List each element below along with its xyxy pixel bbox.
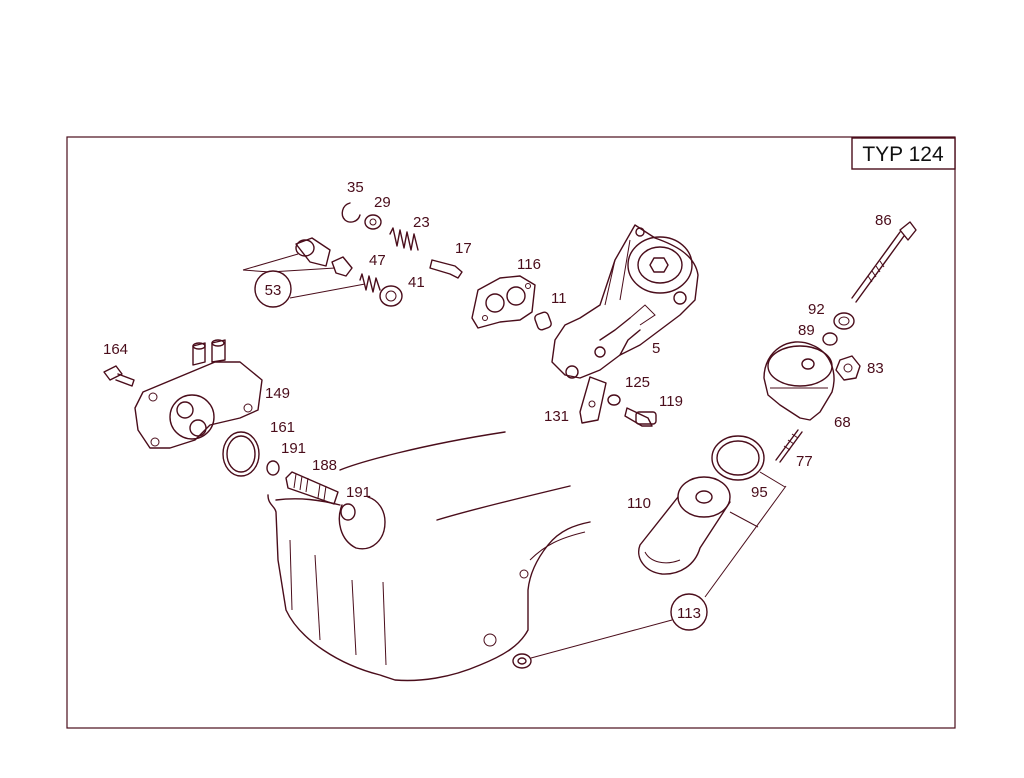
washer-125 xyxy=(607,394,621,406)
ring-29 xyxy=(364,214,382,230)
ring-191a xyxy=(266,460,280,476)
bolt-86 xyxy=(851,221,917,303)
label-119: 119 xyxy=(659,393,683,410)
nut-83 xyxy=(835,355,861,381)
label-29: 29 xyxy=(374,194,391,211)
ring-89 xyxy=(822,332,838,346)
gasket-116 xyxy=(471,275,536,329)
label-77: 77 xyxy=(796,453,813,470)
spring-47b xyxy=(359,273,381,293)
label-116: 116 xyxy=(517,256,541,273)
type-label: TYP 124 xyxy=(862,143,944,166)
label-35: 35 xyxy=(347,179,364,196)
label-89: 89 xyxy=(798,322,815,339)
callout-113-leaders xyxy=(704,485,787,598)
bolt-119 xyxy=(624,407,657,427)
callout-53-leaders xyxy=(242,253,366,299)
sleeve-11 xyxy=(534,311,552,331)
bracket-131 xyxy=(579,376,607,424)
oil-pan xyxy=(267,431,591,682)
label-161: 161 xyxy=(270,419,295,436)
ring-191b xyxy=(340,503,356,521)
piston-47 xyxy=(331,256,353,277)
label-110: 110 xyxy=(627,495,651,512)
washer-92 xyxy=(833,312,855,330)
label-191-upper: 191 xyxy=(281,440,306,457)
filter-cap-68 xyxy=(763,341,835,421)
clip-35 xyxy=(341,202,361,223)
piston-17 xyxy=(429,259,463,279)
label-149: 149 xyxy=(265,385,290,402)
oring-161 xyxy=(222,431,260,477)
callout-circle-53 xyxy=(254,270,292,308)
oring-95 xyxy=(711,435,786,488)
label-131: 131 xyxy=(544,408,569,425)
spring-23 xyxy=(389,227,419,251)
label-53: 53 xyxy=(265,282,282,299)
label-83: 83 xyxy=(867,360,884,377)
label-113: 113 xyxy=(677,605,701,622)
label-17: 17 xyxy=(455,240,472,257)
label-86: 86 xyxy=(875,212,892,229)
cover-149 xyxy=(134,339,263,449)
label-92: 92 xyxy=(808,301,825,318)
valve-41 xyxy=(379,285,403,307)
label-188: 188 xyxy=(312,457,337,474)
filter-element-110 xyxy=(638,476,759,575)
label-47: 47 xyxy=(369,252,386,269)
diagram-frame xyxy=(66,136,956,729)
label-68: 68 xyxy=(834,414,851,431)
bolt-164 xyxy=(103,365,135,387)
label-164: 164 xyxy=(103,341,128,358)
label-41: 41 xyxy=(408,274,425,291)
label-11: 11 xyxy=(551,290,567,307)
valve-188 xyxy=(285,471,339,505)
type-badge: TYP 124 xyxy=(851,137,956,170)
label-5: 5 xyxy=(652,340,660,357)
oil-filter-housing xyxy=(551,224,699,379)
label-125: 125 xyxy=(625,374,650,391)
drain-plug xyxy=(512,619,673,669)
plug-53 xyxy=(295,237,331,267)
stud-77 xyxy=(775,429,803,463)
label-191-lower: 191 xyxy=(346,484,371,501)
label-95: 95 xyxy=(751,484,768,501)
label-23: 23 xyxy=(413,214,430,231)
callout-circle-113 xyxy=(670,593,708,631)
